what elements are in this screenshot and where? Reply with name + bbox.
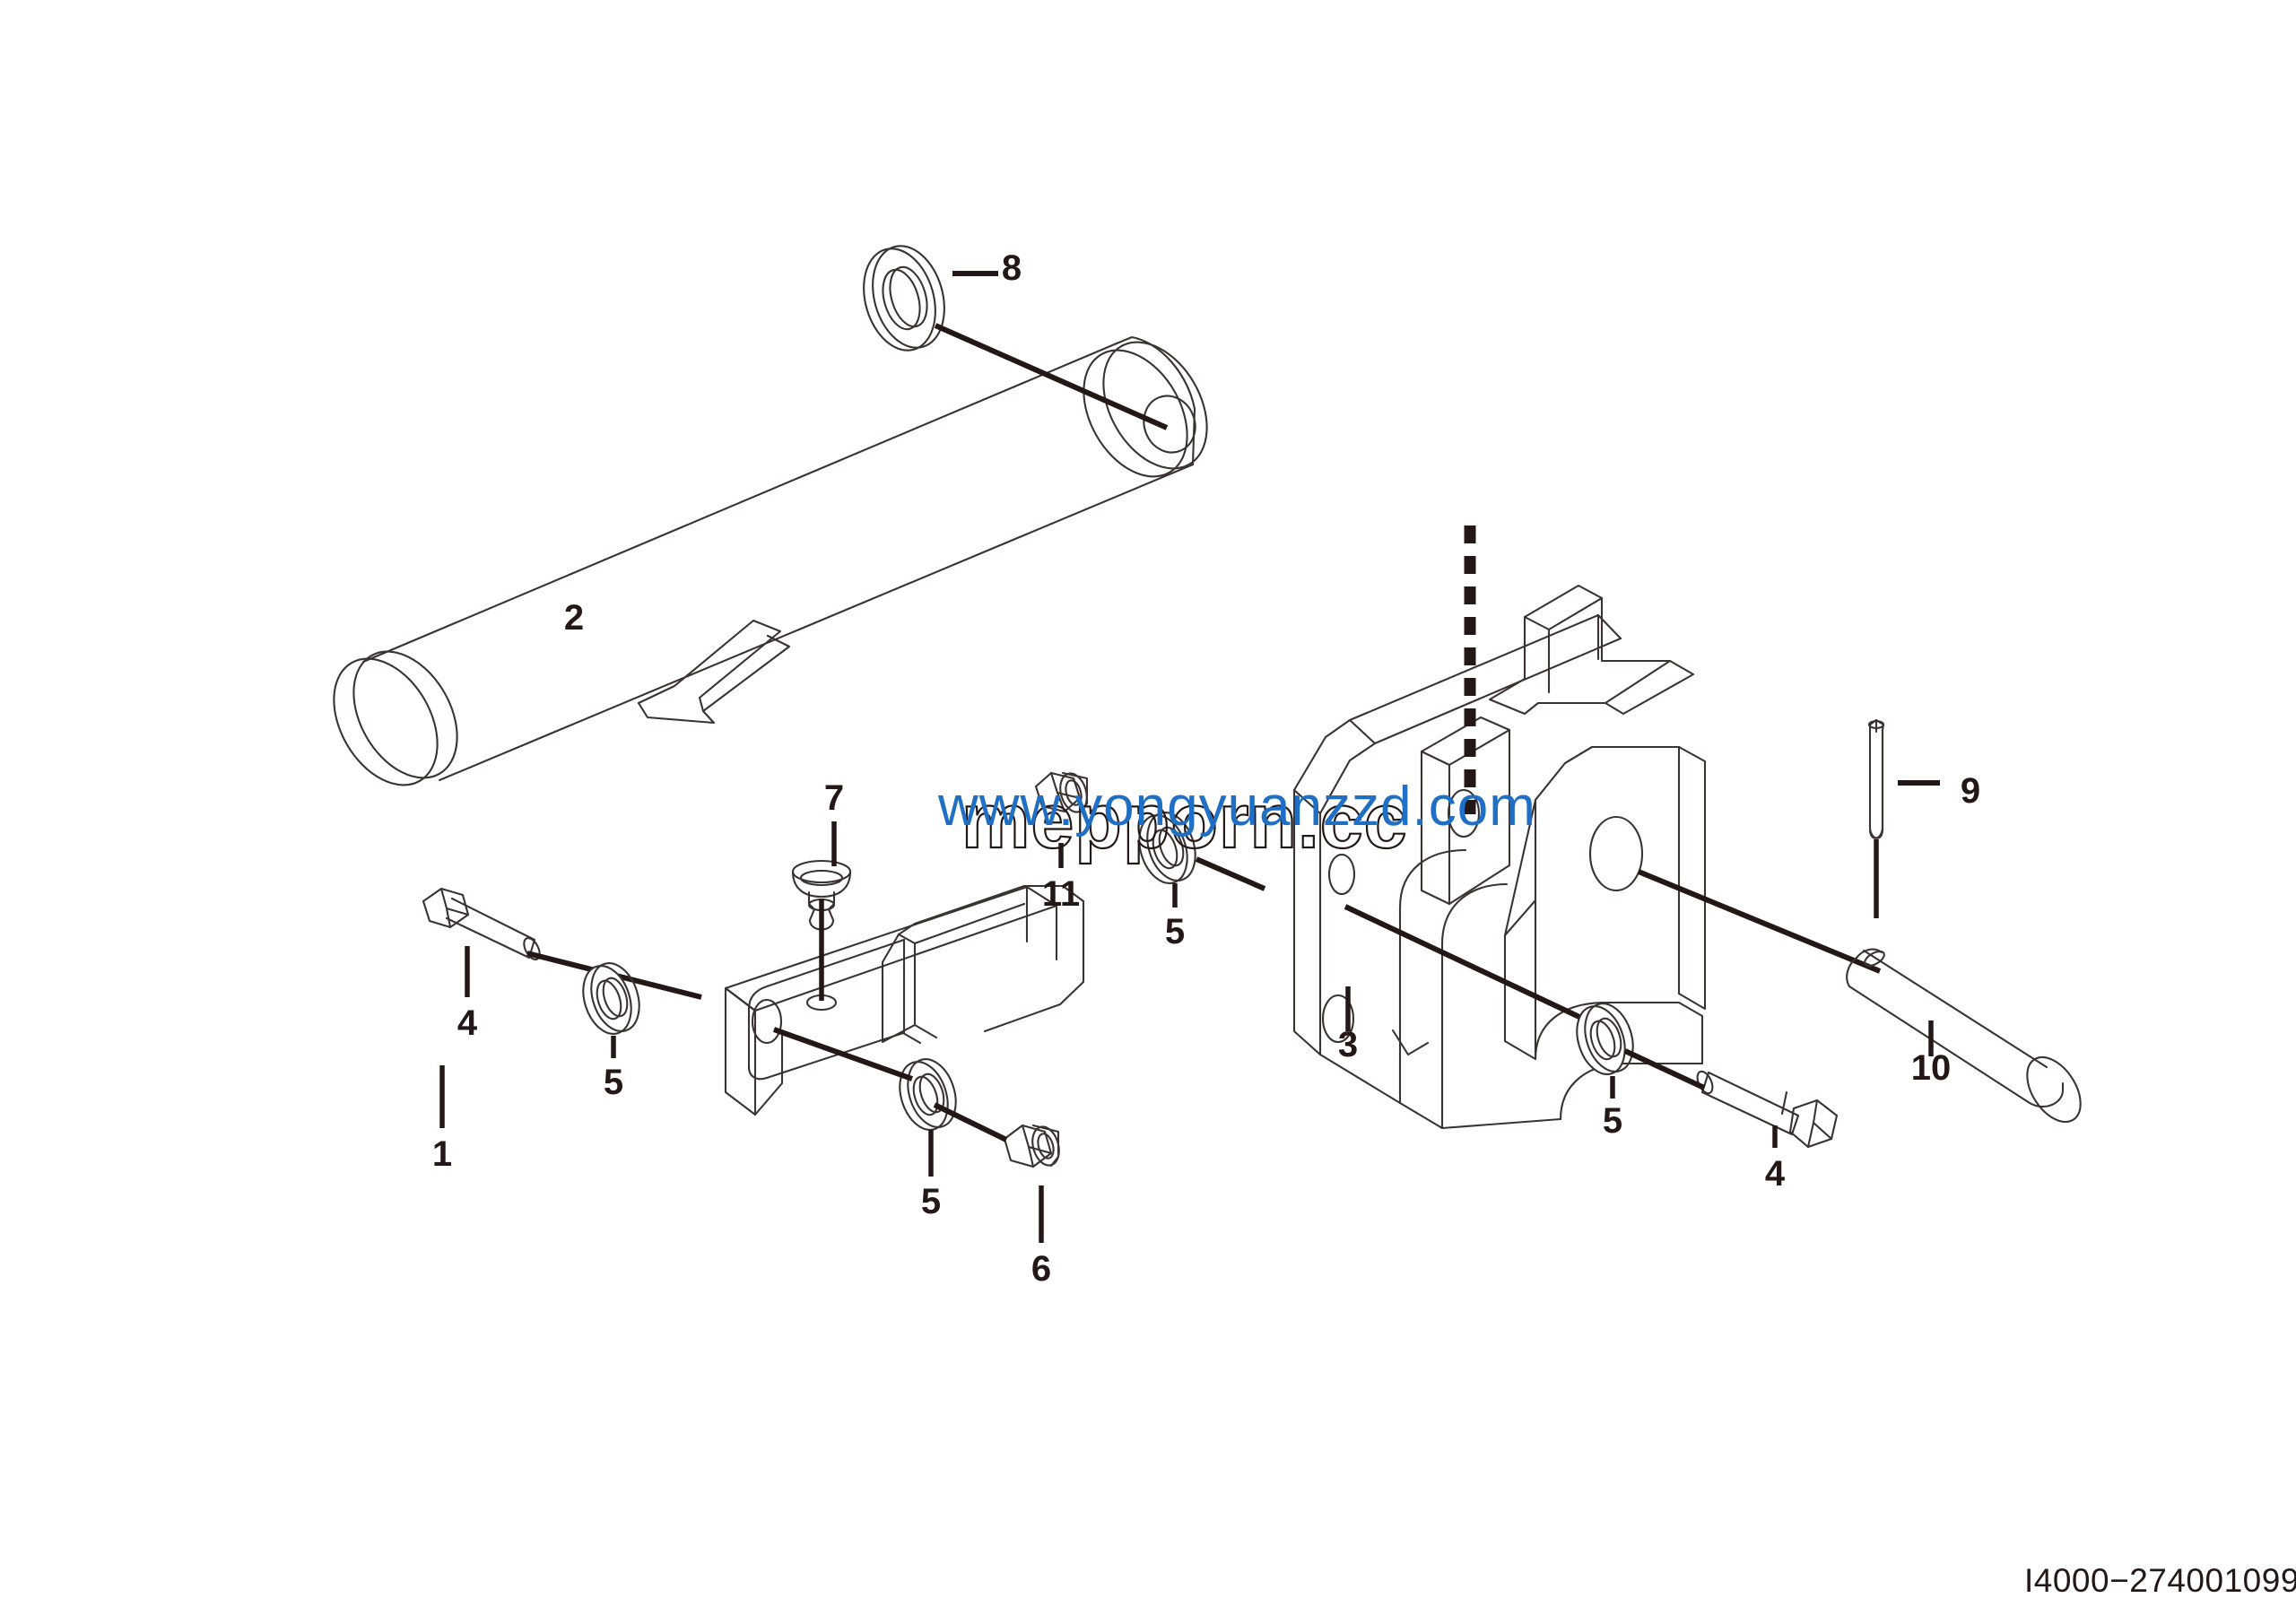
callout-number-2: 2 bbox=[564, 598, 584, 638]
leader-line-3 bbox=[1344, 904, 1583, 1020]
callout-number-5d: 5 bbox=[1603, 1101, 1622, 1141]
watermark-primary: www.yongyuanzzd.com bbox=[937, 776, 1536, 838]
part-flat-washer-lower-left bbox=[899, 1058, 957, 1131]
callout-number-6: 6 bbox=[1031, 1249, 1051, 1289]
callout-number-9: 9 bbox=[1961, 771, 1980, 811]
leader-line-4b bbox=[1623, 1048, 1706, 1090]
callout-number-11: 11 bbox=[1042, 874, 1080, 914]
callout-number-3: 3 bbox=[1338, 1025, 1358, 1064]
part-hex-nut-lower bbox=[1003, 1124, 1060, 1168]
leader-line-8 bbox=[934, 323, 1169, 430]
leader-line-10 bbox=[1637, 869, 1882, 974]
part-hex-bolt-upper-left bbox=[422, 887, 541, 960]
part-hex-nut-upper bbox=[1034, 771, 1089, 814]
part-clevis-pin bbox=[1846, 948, 2082, 1124]
leader-line-6 bbox=[933, 1102, 1008, 1142]
leader-line-5c bbox=[1195, 856, 1266, 891]
callout-number-7: 7 bbox=[824, 778, 844, 818]
part-washer-tube-end bbox=[863, 245, 945, 352]
part-cotter-pin bbox=[1867, 718, 1885, 839]
part-mounting-bracket-right bbox=[1292, 584, 1707, 1130]
part-code-label: I4000−2740010990 bbox=[2024, 1562, 2296, 1599]
part-tube-beam bbox=[333, 335, 1208, 786]
callout-number-5a: 5 bbox=[604, 1063, 623, 1102]
part-hex-bolt-lower-right bbox=[1696, 1070, 1839, 1149]
callout-number-4b: 4 bbox=[1765, 1154, 1786, 1194]
part-flat-washer-upper-left bbox=[582, 962, 640, 1035]
watermark-secondary: mepporn.cc bbox=[961, 778, 1407, 864]
callout-number-5b: 5 bbox=[921, 1182, 941, 1221]
leader-line-1 bbox=[772, 1027, 914, 1081]
part-flat-washer-center bbox=[1138, 812, 1196, 884]
callout-number-10: 10 bbox=[1911, 1048, 1952, 1088]
part-flat-washer-right bbox=[1576, 1003, 1634, 1075]
callout-number-4a: 4 bbox=[457, 1003, 478, 1043]
callout-number-5c: 5 bbox=[1165, 912, 1185, 951]
callout-number-8: 8 bbox=[1002, 248, 1022, 288]
callout-number-1: 1 bbox=[432, 1134, 452, 1174]
